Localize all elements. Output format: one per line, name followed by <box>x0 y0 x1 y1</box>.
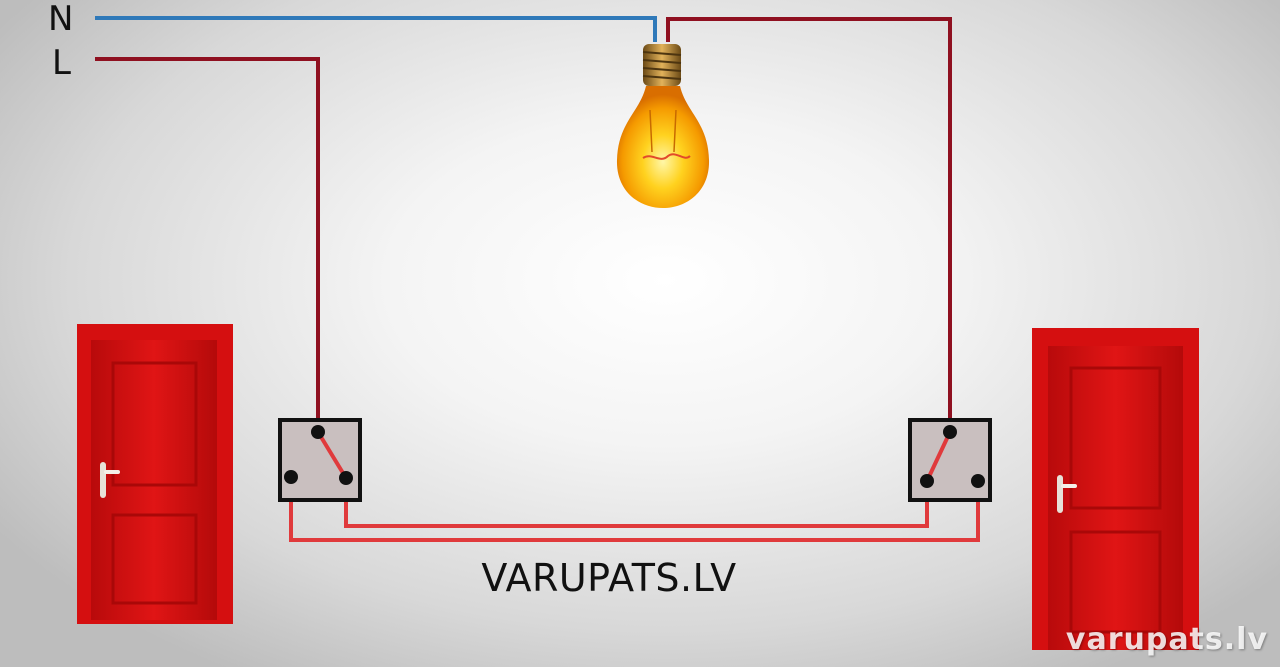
right-switch-icon <box>908 418 992 502</box>
traveler-wire-lower <box>289 477 980 542</box>
caption: VARUPATS.LV <box>481 556 737 600</box>
neutral-wire <box>95 16 657 42</box>
neutral-label: N <box>48 0 74 39</box>
live-label: L <box>52 43 71 83</box>
light-bulb-icon <box>616 44 710 208</box>
right-door-icon <box>1032 328 1199 650</box>
traveler-wire-upper <box>344 478 929 528</box>
left-switch-icon <box>278 418 362 502</box>
switched-live-wire <box>666 17 952 432</box>
left-door-icon <box>77 324 233 624</box>
watermark: varupats.lv <box>1065 622 1268 657</box>
live-wire <box>95 57 320 432</box>
